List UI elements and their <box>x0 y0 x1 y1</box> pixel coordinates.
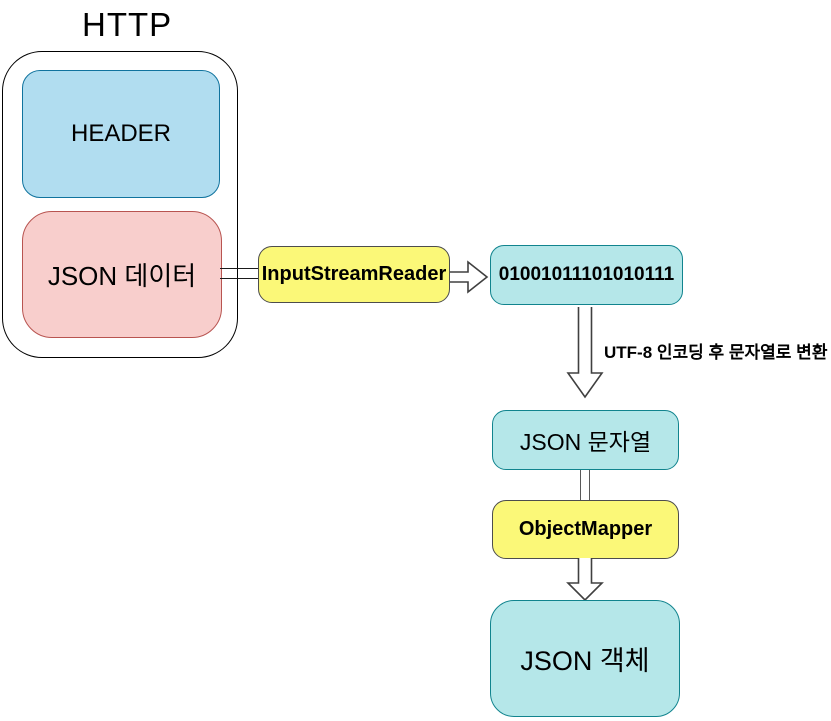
node-json-object-label: JSON 객체 <box>520 646 650 676</box>
utf8-encoding-note: UTF-8 인코딩 후 문자열로 변환 <box>604 343 828 362</box>
node-binary-stream: 01001011101010111 <box>490 245 683 305</box>
node-json-object: JSON 객체 <box>490 600 680 717</box>
node-object-mapper: ObjectMapper <box>492 500 679 559</box>
node-input-stream-reader-label: InputStreamReader <box>261 263 447 285</box>
node-json-data: JSON 데이터 <box>22 211 222 338</box>
node-binary-stream-label: 01001011101010111 <box>498 264 675 285</box>
node-header-label: HEADER <box>70 120 172 147</box>
arrow-right-icon <box>450 260 489 294</box>
connector-json-string-to-mapper <box>580 470 590 500</box>
node-json-string-label: JSON 문자열 <box>519 429 652 455</box>
node-object-mapper-label: ObjectMapper <box>518 518 653 540</box>
node-header: HEADER <box>22 70 220 198</box>
arrow-down-icon <box>566 558 604 601</box>
node-input-stream-reader: InputStreamReader <box>258 246 450 303</box>
http-container-box <box>2 51 238 358</box>
node-json-data-label: JSON 데이터 <box>47 261 197 291</box>
node-json-string: JSON 문자열 <box>492 410 679 470</box>
connector-json-data-to-reader <box>220 268 258 279</box>
arrow-down-icon <box>566 307 604 399</box>
diagram-title: HTTP <box>82 6 173 43</box>
